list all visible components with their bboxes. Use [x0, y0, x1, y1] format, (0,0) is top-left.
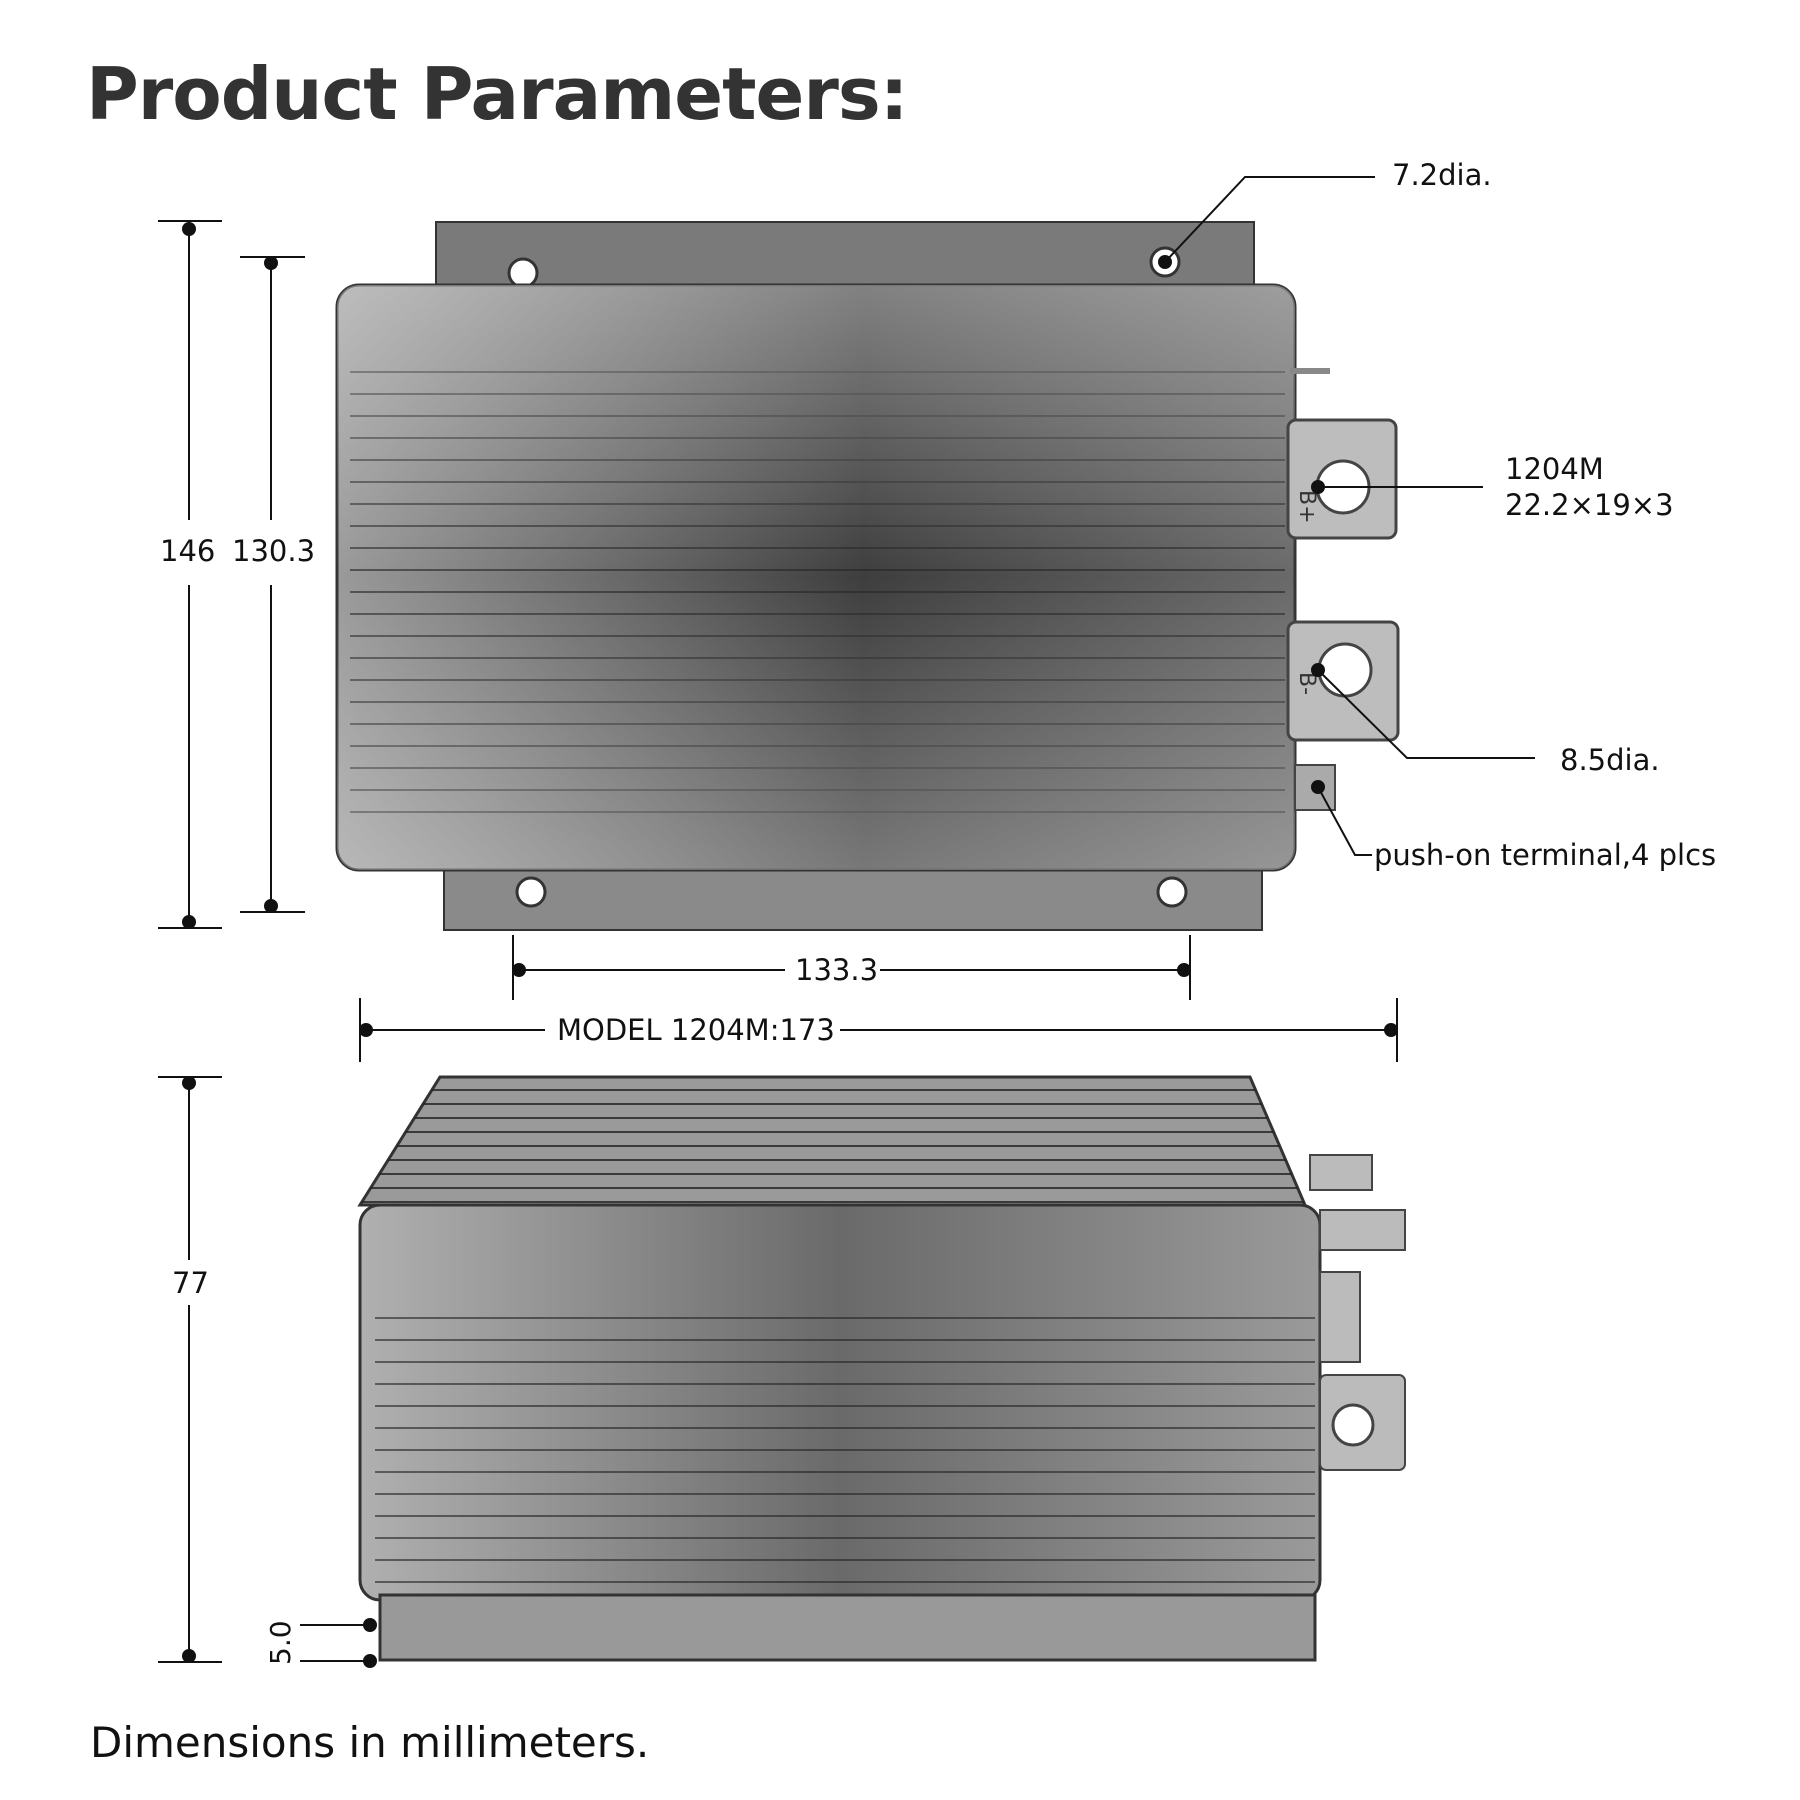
mounting-plate-bottom	[443, 867, 1263, 931]
label-terminal-size: 22.2×19×3	[1505, 488, 1674, 522]
base-flange	[378, 1593, 1317, 1662]
dim-height-overall: 146	[160, 534, 216, 568]
label-terminal-model: 1204M	[1505, 452, 1604, 486]
dim-flange-thickness: 5.0	[264, 1620, 297, 1665]
page-title: Product Parameters:	[86, 52, 908, 136]
dim-hole-spacing: 133.3	[795, 953, 879, 987]
side-view-controller	[357, 1075, 1406, 1662]
dim-height-holes: 130.3	[232, 534, 316, 568]
mount-hole	[1156, 876, 1188, 908]
dim-overall-length: MODEL 1204M:173	[557, 1013, 835, 1047]
label-terminal-hole: 8.5dia.	[1560, 743, 1660, 777]
mount-hole	[515, 876, 547, 908]
units-note: Dimensions in millimeters.	[90, 1718, 650, 1767]
top-view-controller	[335, 221, 1400, 931]
mount-hole	[507, 257, 539, 289]
terminal-mark-b-minus: B-	[1294, 672, 1319, 695]
dim-side-height: 77	[172, 1266, 209, 1300]
terminal-mark-b-plus: B+	[1294, 490, 1319, 524]
dimension-lines	[158, 176, 1535, 1668]
label-hole-diameter: 7.2dia.	[1392, 158, 1492, 192]
label-push-on-terminal: push-on terminal,4 plcs	[1374, 838, 1717, 872]
